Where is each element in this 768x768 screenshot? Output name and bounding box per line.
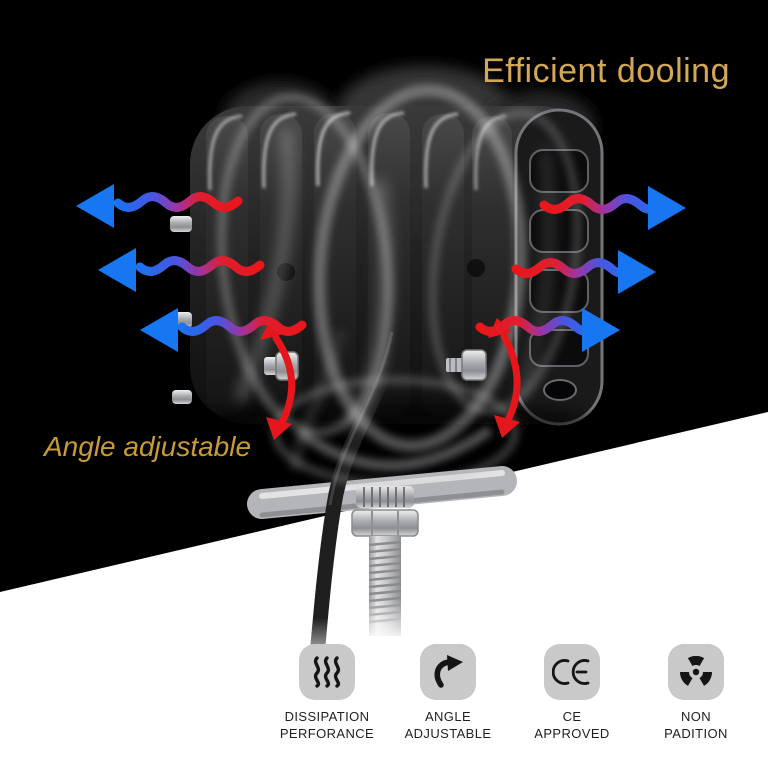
left-arrow-icon xyxy=(76,184,114,228)
angle-adjustable-label: Angle adjustable xyxy=(44,431,252,462)
ce-mark-icon xyxy=(552,659,590,685)
right-arrow-icon xyxy=(618,250,656,294)
headline-text: Efficient dooling xyxy=(482,52,730,90)
feature-badge xyxy=(544,644,600,700)
airflow-arrows-right xyxy=(480,186,686,352)
feature-badge xyxy=(299,644,355,700)
mounting-bolt xyxy=(351,486,419,643)
left-arrow-icon xyxy=(98,248,136,292)
pivot-screw-right xyxy=(446,349,487,381)
airflow-arrows-left xyxy=(76,184,302,352)
feature-badge xyxy=(668,644,724,700)
feature-badge xyxy=(420,644,476,700)
left-arrow-icon xyxy=(140,308,178,352)
heat-waves-icon xyxy=(313,656,341,688)
radiation-icon xyxy=(679,655,713,686)
right-arrow-icon xyxy=(582,308,620,352)
fin-tabs xyxy=(170,216,192,404)
right-arrow-icon xyxy=(648,186,686,230)
rotation-arrow-left xyxy=(260,320,296,440)
curved-arrow-icon xyxy=(434,655,463,688)
